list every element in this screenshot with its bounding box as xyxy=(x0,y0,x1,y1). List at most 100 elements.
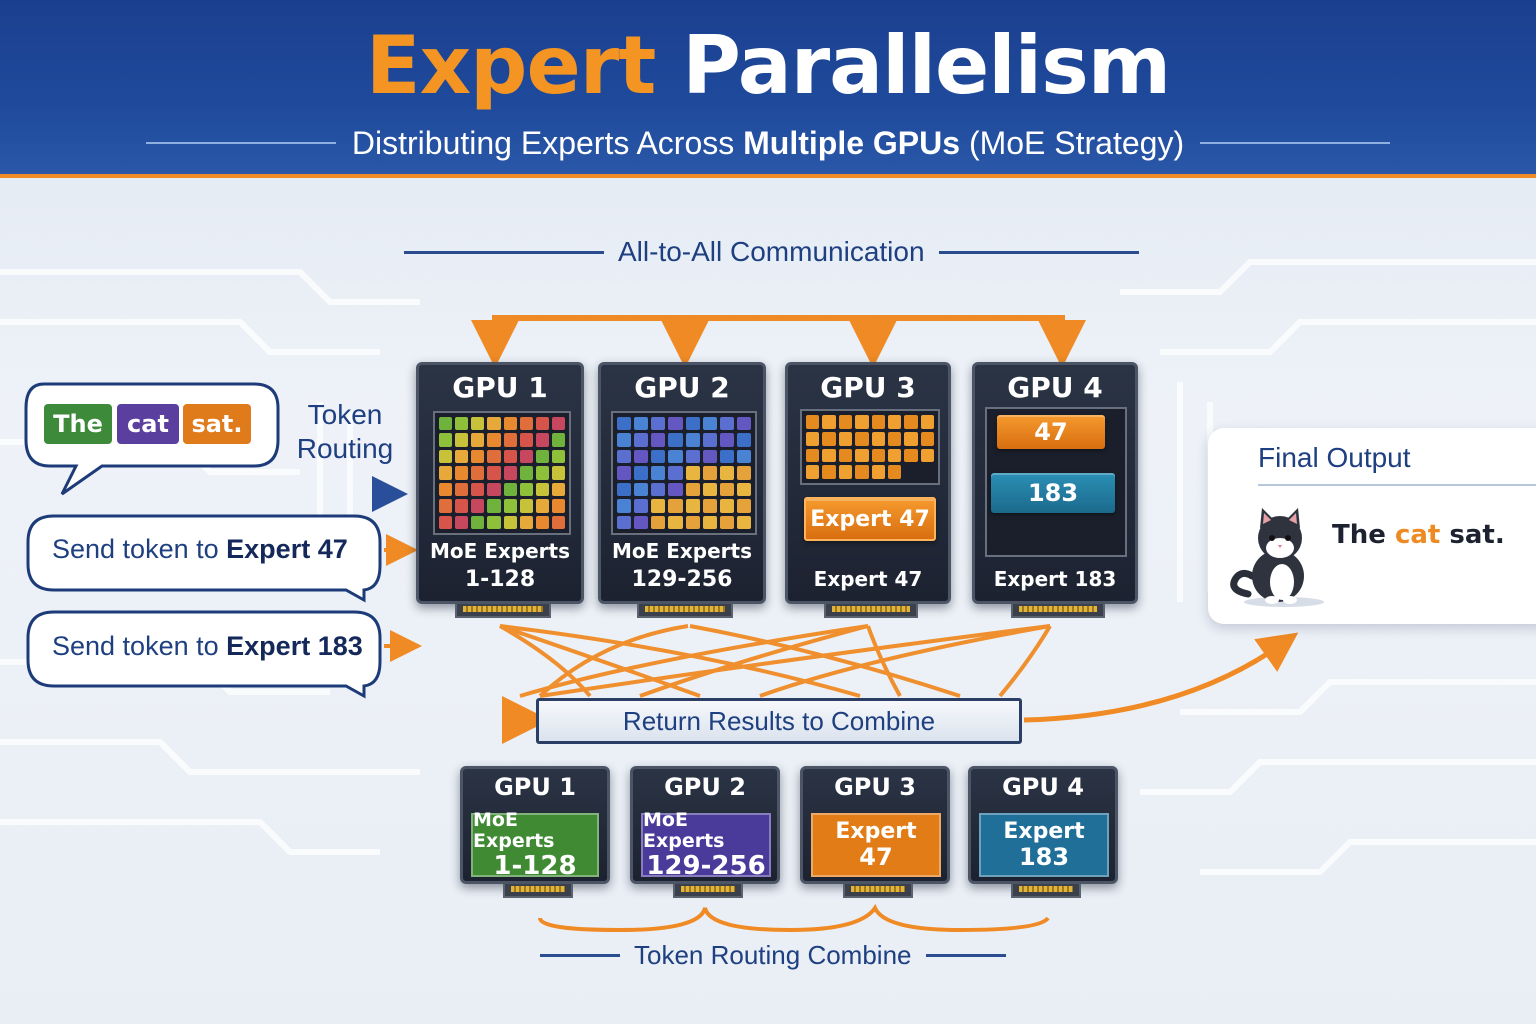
expert-cell xyxy=(439,417,453,431)
header-banner: Expert Parallelism Distributing Experts … xyxy=(0,0,1536,178)
expert-cell xyxy=(668,417,683,431)
expert-cell xyxy=(535,466,549,480)
expert-cell xyxy=(455,449,469,464)
message-2-text: Send token to Expert 183 xyxy=(52,631,363,662)
page-title: Expert Parallelism xyxy=(0,18,1536,114)
expert-cell xyxy=(887,465,902,479)
top-gpu-4-connector xyxy=(1011,604,1105,618)
bottom-gpu-4-line1: Expert xyxy=(1003,818,1085,844)
expert-cell xyxy=(455,515,469,529)
bottom-gpu-2-connector xyxy=(673,884,743,898)
expert-cell xyxy=(487,482,501,497)
top-gpu-3-connector xyxy=(824,604,918,618)
subtitle-part1: Distributing Experts Across xyxy=(351,124,735,161)
expert-cell xyxy=(855,448,869,463)
message-1-text: Send token to Expert 47 xyxy=(52,534,348,565)
expert-cell xyxy=(702,482,717,497)
expert-cell xyxy=(822,448,836,463)
token-cat: cat xyxy=(117,404,179,444)
bottom-gpu-3-tile: Expert 47 xyxy=(811,813,941,877)
expert-cell xyxy=(855,465,869,479)
expert-cell xyxy=(535,417,549,431)
bottom-gpu-3: GPU 3 Expert 47 xyxy=(800,766,950,898)
expert-cell xyxy=(519,417,533,431)
subtitle-row: Distributing Experts Across Multiple GPU… xyxy=(0,120,1536,166)
expert-cell xyxy=(702,499,717,513)
expert-cell xyxy=(719,417,734,431)
final-output-title: Final Output xyxy=(1258,442,1411,473)
expert-cell xyxy=(487,515,501,529)
expert-cell xyxy=(871,465,885,479)
token-sat: sat. xyxy=(183,404,251,444)
expert-cell xyxy=(651,417,666,431)
token-the: The xyxy=(44,404,112,444)
bottom-gpu-4-name: GPU 4 xyxy=(1002,773,1084,801)
expert-cell xyxy=(838,465,853,479)
message-bubble-1-shape xyxy=(26,514,382,603)
expert-cell xyxy=(871,448,885,463)
expert-cell xyxy=(634,466,649,480)
expert-cell xyxy=(439,515,453,529)
expert-cell xyxy=(685,515,700,529)
expert-cell xyxy=(519,433,533,447)
top-gpu-3: GPU 3 Expert 47 Expert 47 xyxy=(785,362,951,618)
bottom-gpu-2-name: GPU 2 xyxy=(664,773,746,801)
expert-cell xyxy=(471,482,485,497)
expert-cell xyxy=(651,482,666,497)
subtitle-rule-right xyxy=(1200,142,1391,144)
expert-cell xyxy=(471,449,485,464)
expert-cell xyxy=(719,482,734,497)
top-gpu-2: GPU 2 MoE Experts 129-256 xyxy=(598,362,766,618)
expert-cell xyxy=(855,431,869,446)
expert-cell xyxy=(719,433,734,447)
expert-cell xyxy=(455,499,469,513)
expert-cell xyxy=(871,431,885,446)
expert-cell xyxy=(503,449,517,464)
expert-cell xyxy=(487,449,501,464)
expert-cell xyxy=(455,417,469,431)
message-1-prefix: Send token to xyxy=(52,534,219,564)
top-gpu-3-expert-chip: Expert 47 xyxy=(804,497,936,541)
expert-cell xyxy=(439,466,453,480)
expert-cell xyxy=(651,515,666,529)
bottom-gpu-1-name: GPU 1 xyxy=(494,773,576,801)
token-routing-combine-label: Token Routing Combine xyxy=(540,940,1006,971)
expert-cell xyxy=(685,449,700,464)
expert-cell xyxy=(551,499,565,513)
top-gpu-1-caption-2: 1-128 xyxy=(464,567,536,592)
expert-cell xyxy=(535,449,549,464)
expert-cell xyxy=(503,433,517,447)
subtitle-bold: Multiple GPUs xyxy=(743,124,961,161)
title-expert: Expert xyxy=(365,19,656,112)
title-parallelism: Parallelism xyxy=(682,19,1171,112)
expert-cell xyxy=(904,448,918,463)
expert-cell xyxy=(471,515,485,529)
cat-icon xyxy=(1230,508,1324,607)
expert-cell xyxy=(519,449,533,464)
expert-cell xyxy=(736,515,751,529)
expert-cell xyxy=(503,417,517,431)
expert-cell xyxy=(503,515,517,529)
token-routing-combine-text: Token Routing Combine xyxy=(634,940,912,970)
expert-cell xyxy=(838,431,853,446)
top-gpu-4-chip-47: 47 xyxy=(997,415,1105,449)
expert-cell xyxy=(685,466,700,480)
expert-cell xyxy=(551,515,565,529)
message-bubble-2-shape xyxy=(26,610,382,699)
expert-cell xyxy=(702,466,717,480)
bottom-gpu-3-connector xyxy=(843,884,913,898)
expert-cell xyxy=(920,431,934,446)
expert-cell xyxy=(668,433,683,447)
expert-cell xyxy=(471,433,485,447)
expert-cell xyxy=(503,499,517,513)
expert-cell xyxy=(806,448,820,463)
expert-cell xyxy=(806,415,820,429)
final-output-rule xyxy=(1258,484,1536,486)
top-gpu-1-name: GPU 1 xyxy=(452,371,548,404)
expert-cell xyxy=(439,499,453,513)
bottom-combine-bracket xyxy=(538,903,1050,933)
bottom-gpu-1-connector xyxy=(503,884,573,898)
expert-cell xyxy=(887,431,902,446)
expert-cell xyxy=(822,431,836,446)
expert-cell xyxy=(617,433,632,447)
